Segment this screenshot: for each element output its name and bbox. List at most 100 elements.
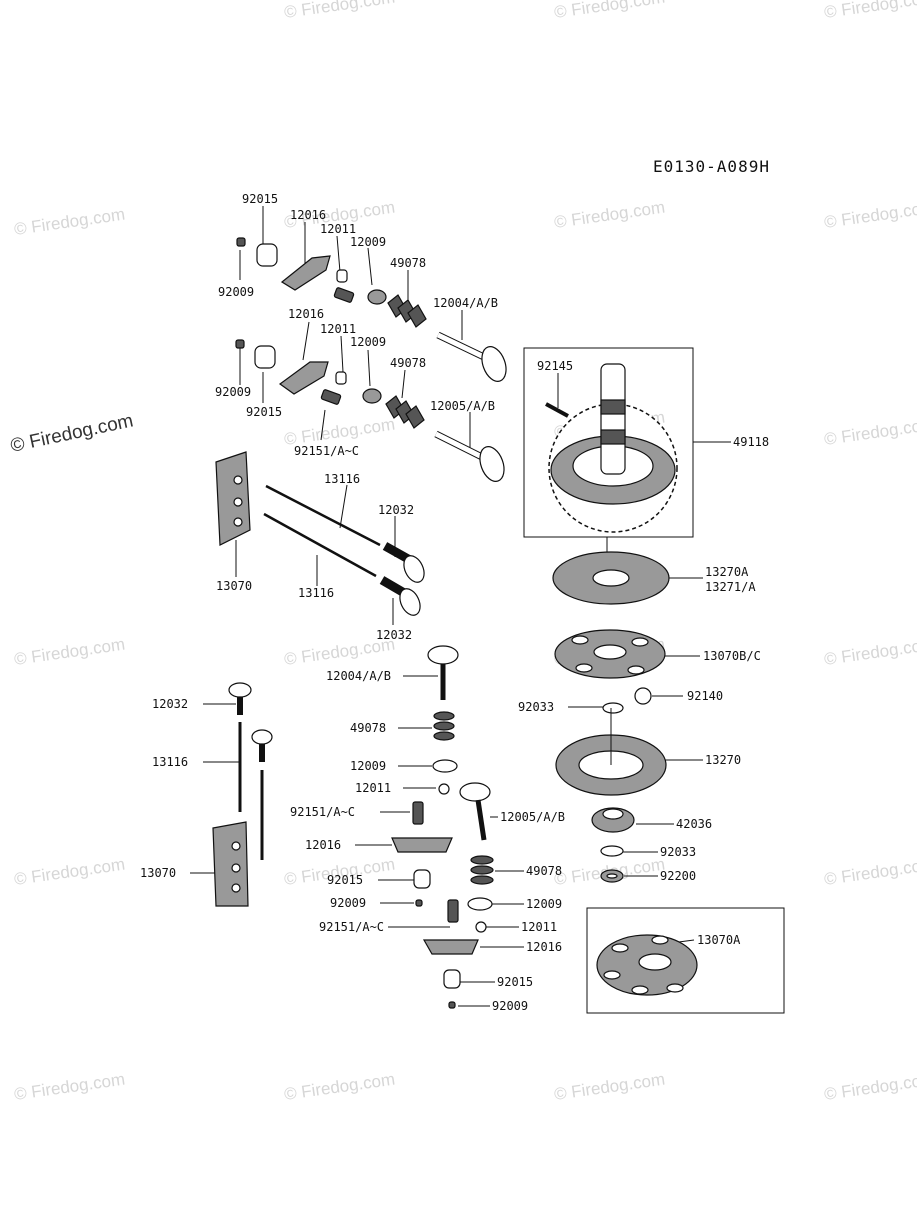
rocker-arm <box>391 837 453 853</box>
watermark: © Firedog.com <box>553 0 666 22</box>
part-label: 13270 <box>705 753 741 767</box>
part-label: 92009 <box>330 896 366 910</box>
pivot-stud <box>412 801 424 825</box>
part-label: 42036 <box>676 817 712 831</box>
diagram-reference-code: E0130-A089H <box>653 157 770 176</box>
part-label: 92015 <box>497 975 533 989</box>
spring-retainer <box>432 759 458 773</box>
part-label: 92140 <box>687 689 723 703</box>
circlip <box>602 702 624 714</box>
rocker-arm <box>422 939 479 955</box>
part-label: 92015 <box>242 192 278 206</box>
part-label: 12016 <box>288 307 324 321</box>
part-label: 12009 <box>350 759 386 773</box>
small-nut <box>415 899 423 907</box>
valve-head <box>481 346 507 382</box>
part-label: 13070A <box>697 933 741 947</box>
pushrod <box>265 484 381 547</box>
spring-retainer <box>362 388 382 404</box>
pivot-nut <box>336 269 348 283</box>
valve-head <box>427 645 459 665</box>
part-label: 12005/A/B <box>430 399 495 413</box>
small-nut <box>236 237 246 247</box>
weight-frame <box>586 907 785 1014</box>
part-label: 12032 <box>152 697 188 711</box>
watermark-dark: © Firedog.com <box>9 410 136 457</box>
watermark: © Firedog.com <box>13 635 126 669</box>
part-label: 92145 <box>537 359 573 373</box>
part-label: 49078 <box>350 721 386 735</box>
part-label: 12032 <box>378 503 414 517</box>
small-nut <box>448 1001 456 1009</box>
part-label: 49078 <box>390 356 426 370</box>
part-label: 12004/A/B <box>433 296 498 310</box>
pivot-sleeve <box>254 345 276 369</box>
spring-pin <box>545 402 569 418</box>
valve-head <box>459 782 491 802</box>
camshaft <box>600 363 626 475</box>
pivot-nut <box>438 783 450 795</box>
watermark: © Firedog.com <box>13 855 126 889</box>
pivot-sleeve <box>413 869 431 889</box>
part-label: 12005/A/B <box>500 810 565 824</box>
part-label: 12016 <box>526 940 562 954</box>
pivot-stud <box>320 389 342 405</box>
part-label: 13116 <box>324 472 360 486</box>
watermark: © Firedog.com <box>823 198 917 232</box>
watermark: © Firedog.com <box>283 1070 396 1104</box>
valve-spring <box>433 711 455 741</box>
part-label: 92015 <box>246 405 282 419</box>
steel-ball <box>634 687 652 705</box>
part-label: 12004/A/B <box>326 669 391 683</box>
part-label: 12032 <box>376 628 412 642</box>
watermark: © Firedog.com <box>553 198 666 232</box>
part-label: 13116 <box>298 586 334 600</box>
watermark: © Firedog.com <box>823 635 917 669</box>
small-nut <box>235 339 245 349</box>
part-label: 92009 <box>218 285 254 299</box>
part-label: 13070 <box>140 866 176 880</box>
part-label: 12011 <box>320 222 356 236</box>
watermark: © Firedog.com <box>13 205 126 239</box>
part-label: 49118 <box>733 435 769 449</box>
part-label: 12009 <box>350 235 386 249</box>
part-label: 12011 <box>320 322 356 336</box>
part-label: 92009 <box>492 999 528 1013</box>
pivot-stud <box>333 287 355 303</box>
pivot-nut <box>475 921 487 933</box>
part-label: 13070 <box>216 579 252 593</box>
leader-lines <box>190 206 731 1007</box>
pivot-sleeve <box>443 969 461 989</box>
watermark: © Firedog.com <box>553 1070 666 1104</box>
pushrod-plate <box>212 821 249 907</box>
watermark: © Firedog.com <box>823 1070 917 1104</box>
tappet-head <box>228 682 252 698</box>
part-label: 13270A <box>705 565 749 579</box>
part-label: 92009 <box>215 385 251 399</box>
watermark: © Firedog.com <box>823 0 917 22</box>
part-label: 13070B/C <box>703 649 761 663</box>
part-drawings <box>212 237 698 1009</box>
rocker-arm <box>280 255 331 291</box>
watermark: © Firedog.com <box>823 415 917 449</box>
pushrod <box>263 512 377 578</box>
part-label: 13271/A <box>705 580 756 594</box>
part-labels: 92015 12016 12011 12009 49078 92009 1200… <box>140 192 769 1013</box>
part-label: 13116 <box>152 755 188 769</box>
watermark: © Firedog.com <box>823 855 917 889</box>
part-label: 92151/A~C <box>319 920 384 934</box>
part-label: 49078 <box>526 864 562 878</box>
part-label: 12009 <box>350 335 386 349</box>
part-label: 12011 <box>521 920 557 934</box>
watermark: © Firedog.com <box>13 1070 126 1104</box>
part-label: 12016 <box>290 208 326 222</box>
valve-spring <box>385 395 425 429</box>
part-label: 49078 <box>390 256 426 270</box>
spring-retainer <box>367 289 387 305</box>
pivot-stud <box>447 899 459 923</box>
pivot-sleeve <box>256 243 278 267</box>
valve-head <box>479 446 505 482</box>
valve-spring <box>470 855 494 885</box>
